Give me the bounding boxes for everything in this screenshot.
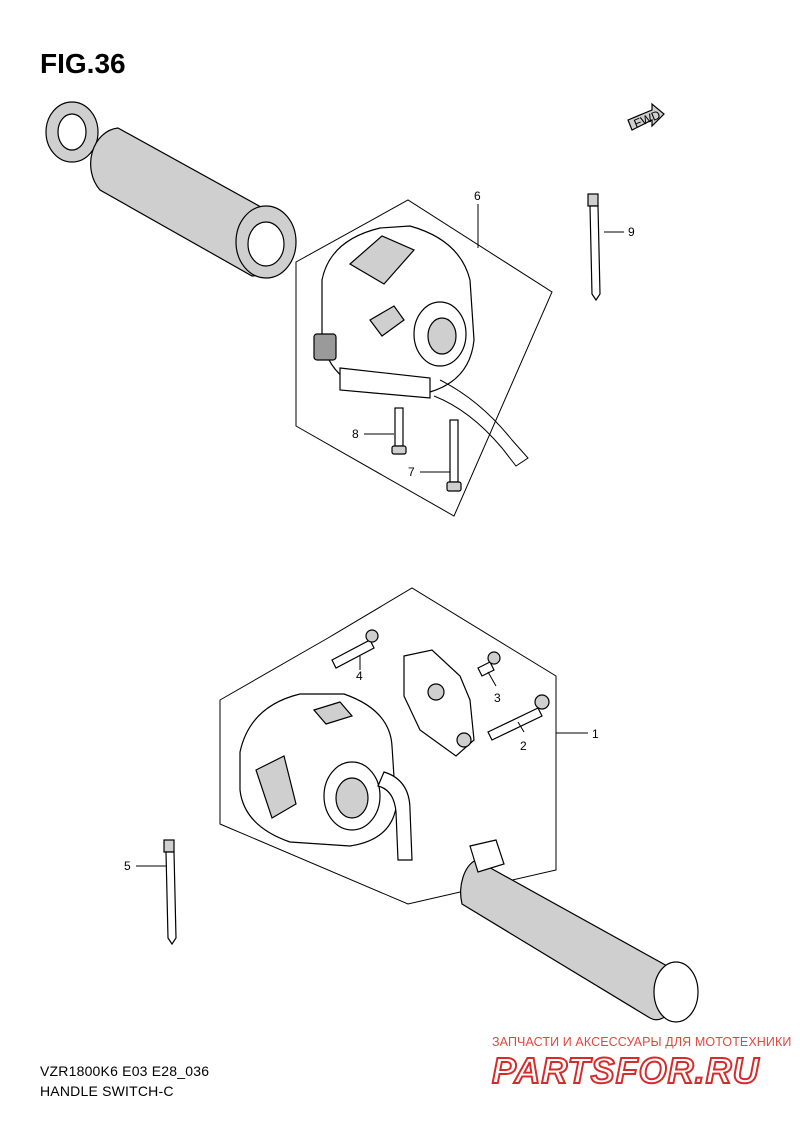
callout-3: 3 — [494, 691, 501, 705]
callout-5: 5 — [124, 859, 131, 873]
callout-2: 2 — [520, 739, 527, 753]
watermark-brand: PARTSFOR.RU — [491, 1049, 760, 1092]
throttle-grip-icon — [460, 839, 699, 1023]
screw-8-icon — [391, 407, 407, 455]
callout-8: 8 — [352, 427, 359, 441]
screw-3-icon — [477, 651, 501, 677]
right-switch-cable — [433, 379, 529, 467]
callout-9: 9 — [628, 225, 635, 239]
right-switch-assembly-box — [295, 199, 553, 517]
left-switch-cable — [377, 771, 413, 861]
screw-2-icon — [487, 694, 550, 741]
clamp-bracket-icon — [403, 649, 475, 757]
callout-1: 1 — [592, 727, 599, 741]
left-handle-switch-icon — [239, 693, 397, 847]
fwd-arrow-icon: FWD — [627, 102, 665, 131]
part-name-caption: HANDLE SWITCH-C — [40, 1083, 174, 1099]
fwd-label: FWD — [632, 107, 663, 130]
screw-7-icon — [446, 419, 462, 492]
screw-4-icon — [331, 629, 379, 669]
callout-6: 6 — [474, 189, 481, 203]
callout-7: 7 — [408, 465, 415, 479]
callout-4: 4 — [356, 669, 363, 683]
leader-lines — [136, 204, 624, 867]
cable-tie-5-icon — [163, 839, 177, 946]
figure-title: FIG.36 — [40, 48, 126, 79]
left-switch-assembly-box — [219, 587, 557, 905]
watermark-tagline: ЗАПЧАСТИ И АКСЕССУАРЫ ДЛЯ МОТОТЕХНИКИ — [492, 1035, 792, 1049]
right-handle-switch-icon — [313, 225, 475, 399]
cable-tie-9-icon — [587, 193, 601, 302]
left-grip-icon — [45, 101, 297, 279]
model-caption: VZR1800K6 E03 E28_036 — [40, 1063, 210, 1079]
